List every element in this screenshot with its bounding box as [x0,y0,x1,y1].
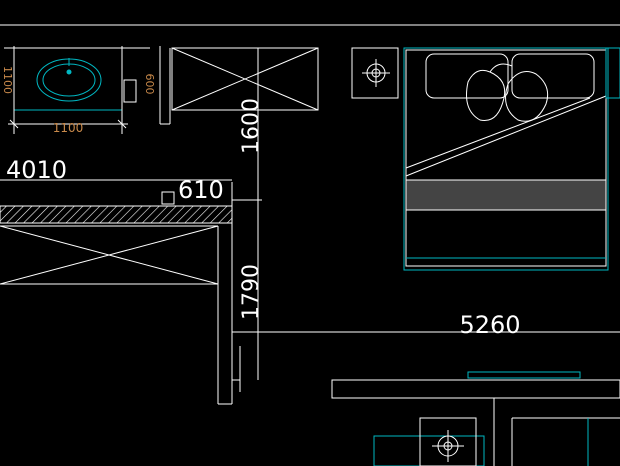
bedside-table-bottom [373,417,485,466]
lower-cabinet [0,223,241,405]
bottom-wall [331,371,620,466]
dim-vanity-edge: 1100 [1,66,14,94]
counter-step [161,182,233,206]
dim-vanity-depth: 600 [143,74,156,95]
wall-returns-top [159,46,171,125]
vanity-dimension-lines [4,46,150,134]
bedside-table-right [605,47,620,99]
bedside-table-left [351,47,399,99]
center-dimension-line [232,48,620,380]
wardrobe-top [171,47,319,111]
dim-room-width: 5260 [459,311,520,339]
bed-runner [405,179,607,211]
hatched-counter [0,205,233,224]
bed [403,47,609,271]
dim-vanity-width: 1100 [53,121,84,135]
dim-wardrobe-length: 1600 [239,98,264,154]
dim-left-span: 4010 [6,156,67,184]
dim-counter-depth: 610 [178,176,224,204]
dim-corridor-length: 1790 [239,264,264,320]
